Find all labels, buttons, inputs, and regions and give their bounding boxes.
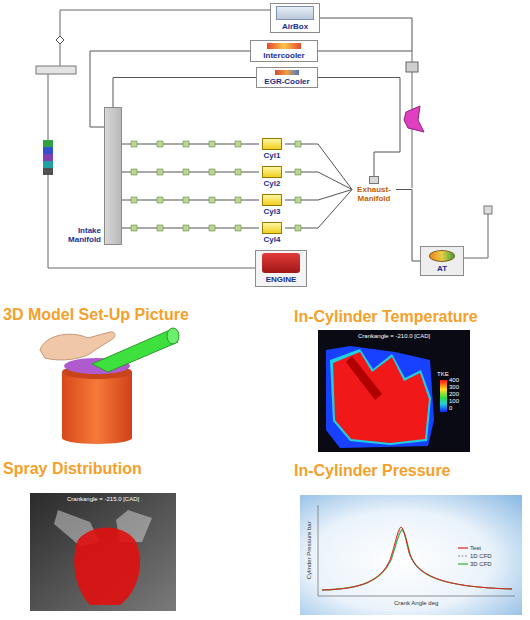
cooler-icon <box>267 43 301 49</box>
temperature-field <box>330 349 431 445</box>
node-label: AT <box>437 264 447 273</box>
curve-test <box>322 527 512 590</box>
intercooler-block: Intercooler <box>250 40 318 62</box>
panel-heading: In-Cylinder Pressure <box>294 462 451 480</box>
controller-icon <box>43 168 53 175</box>
node-label: Cyl2 <box>264 179 281 188</box>
egr-cooler-block: EGR-Cooler <box>256 67 318 88</box>
hand <box>40 332 115 360</box>
sensor-block <box>36 66 76 74</box>
curve-3d-cfd <box>322 530 512 590</box>
crank-angle-note: Crankangle = -215.0 [CAD] <box>67 496 139 503</box>
cooler-icon <box>275 70 299 75</box>
cylinder-icon <box>262 166 282 178</box>
temperature-field <box>326 346 434 448</box>
legend-line <box>458 564 468 565</box>
legend-label: 1D CFD <box>470 553 492 560</box>
wire <box>60 10 270 36</box>
legend-item: 1D CFD <box>458 553 492 560</box>
scale-tick: 300 <box>449 384 459 391</box>
airbox-block: AirBox <box>270 3 320 33</box>
temperature-streak <box>346 356 382 400</box>
legend-label: 3D CFD <box>470 561 492 568</box>
node-label: ENGINE <box>266 275 297 284</box>
controller-icon <box>43 140 53 147</box>
temperature-field <box>333 352 429 443</box>
controller-icon <box>43 154 53 161</box>
engine-icon <box>262 253 300 273</box>
spray-cloud <box>74 528 140 605</box>
turbine-icon <box>404 106 424 132</box>
cylinder-block: Cyl1 <box>259 138 285 160</box>
manifold-bar: Intake Manifold <box>104 107 122 245</box>
curve-1d-cfd <box>322 529 512 590</box>
pipe-connector <box>318 18 412 51</box>
scale-tick: 100 <box>449 398 459 405</box>
scale-tick: 400 <box>449 377 459 384</box>
axis-title: Crank Angle deg <box>394 600 438 607</box>
pipe-connector <box>285 190 352 229</box>
node-label: Intake Manifold <box>57 226 101 244</box>
aftertreatment-block: AT <box>420 246 464 276</box>
legend-line <box>458 556 468 557</box>
legend-item: 3D CFD <box>458 561 492 568</box>
pipe-connector <box>285 144 352 190</box>
pipe-component <box>131 141 301 231</box>
manifold-icon <box>369 176 379 184</box>
controller-icon <box>43 147 53 154</box>
legend-line <box>458 548 468 549</box>
intake-port-end <box>167 328 179 344</box>
cylinder-icon <box>262 222 282 234</box>
legend-sample <box>458 553 468 559</box>
temperature-frame <box>318 330 470 452</box>
wire <box>48 74 255 268</box>
engine-block: ENGINE <box>255 250 307 287</box>
scale-title: TKE <box>437 371 449 378</box>
tke-color-bar <box>440 380 447 412</box>
axis-title: Cylinder Pressure bar <box>306 521 313 579</box>
cylinder-icon <box>262 194 282 206</box>
airbox-icon <box>276 6 314 20</box>
node-label: AirBox <box>282 22 308 31</box>
legend-sample <box>458 561 468 567</box>
node-label: Cyl1 <box>264 151 281 160</box>
pipe-connector <box>396 190 420 262</box>
outlet-block <box>484 206 492 214</box>
node-label: Cyl3 <box>264 207 281 216</box>
node-label: EGR-Cooler <box>264 77 309 86</box>
chart-background <box>300 495 522 615</box>
pipe-connector <box>318 78 400 177</box>
cylinder-block: Cyl3 <box>259 194 285 216</box>
panel-heading: In-Cylinder Temperature <box>294 308 478 326</box>
legend-label: Test <box>470 545 481 552</box>
legend-item: Test <box>458 545 481 552</box>
panel-heading: Spray Distribution <box>3 460 142 478</box>
scale-tick: 200 <box>449 391 459 398</box>
cylinder-block: Cyl4 <box>259 222 285 244</box>
chart-axes <box>318 505 515 596</box>
controller-icon <box>43 161 53 168</box>
panel-heading: 3D Model Set-Up Picture <box>3 306 189 324</box>
catalyst-icon <box>429 250 455 262</box>
node-label: Exhaust-Manifold <box>352 185 396 203</box>
scale-tick: 0 <box>449 405 452 412</box>
crank-angle-note: Crankangle = -210.0 [CAD] <box>358 333 430 340</box>
spray-frame <box>30 493 176 611</box>
cylinder-body <box>62 372 132 444</box>
exhaust-manifold-block: Exhaust-Manifold <box>352 176 396 203</box>
node-label: Intercooler <box>263 51 304 60</box>
cylinder-icon <box>262 138 282 150</box>
wire <box>464 214 488 258</box>
pipe-connector <box>113 78 256 108</box>
cylinder-block: Cyl2 <box>259 166 285 188</box>
node-label: Cyl4 <box>264 235 281 244</box>
legend-sample <box>458 545 468 551</box>
compressor-icon <box>406 62 418 72</box>
wire <box>60 44 61 66</box>
junction-diamond <box>56 36 64 44</box>
